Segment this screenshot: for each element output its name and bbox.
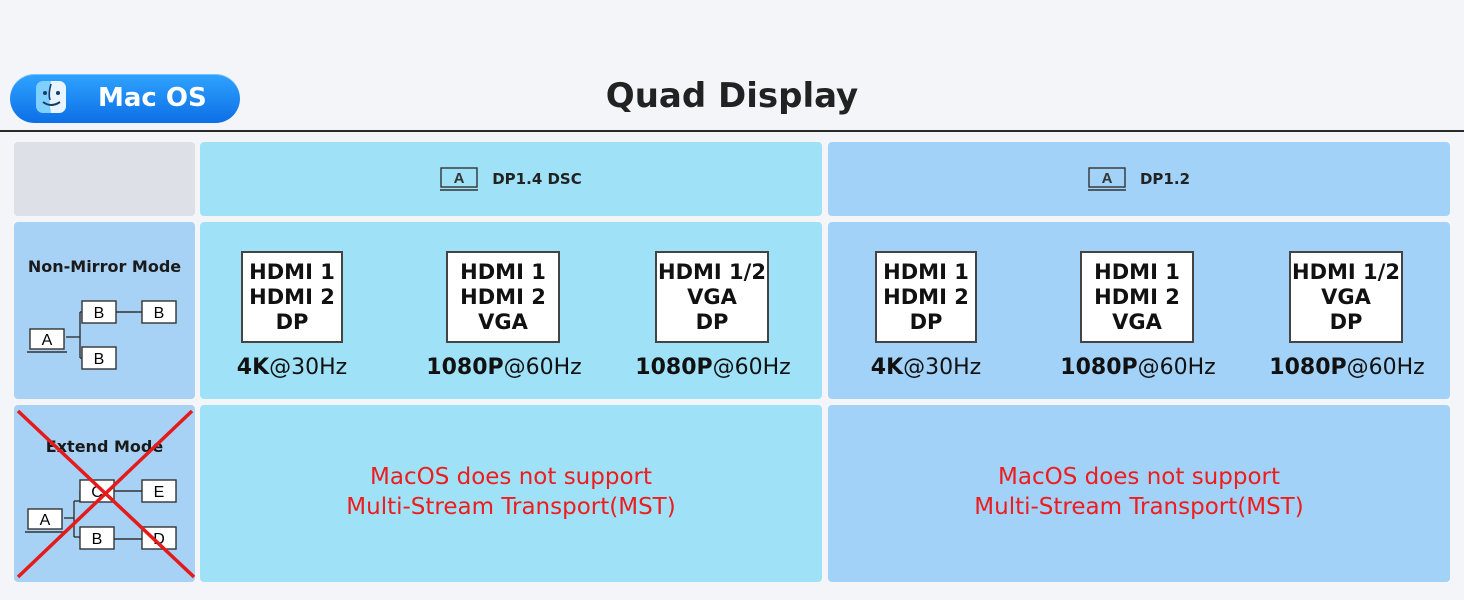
column-header-dp12: A DP1.2 xyxy=(828,142,1450,216)
port-box: HDMI 1/2 VGA DP xyxy=(655,251,769,343)
dp12-extend-cell: MacOS does not support Multi-Stream Tran… xyxy=(828,405,1450,582)
port-label: HDMI 1 xyxy=(883,259,969,284)
port-label: HDMI 2 xyxy=(460,284,546,309)
port-box: HDMI 1 HDMI 2 VGA xyxy=(446,251,560,343)
badge-label: Mac OS xyxy=(98,83,207,113)
port-box: HDMI 1/2 VGA DP xyxy=(1289,251,1403,343)
unsupported-message: MacOS does not support Multi-Stream Tran… xyxy=(974,464,1304,520)
monitor-icon: A xyxy=(1087,167,1126,191)
extend-mode-cell: Extend Mode A C E B D xyxy=(14,405,195,582)
port-box: HDMI 1 HDMI 2 DP xyxy=(875,251,977,343)
column-header-label: DP1.2 xyxy=(1139,170,1191,188)
dp14-non-mirror-cell: HDMI 1 HDMI 2 DP 4K@30Hz HDMI 1 HDMI 2 V… xyxy=(200,222,822,399)
port-label: HDMI 1 xyxy=(460,259,546,284)
monitor-letter: A xyxy=(454,170,465,187)
diagram-label-a: A xyxy=(40,512,51,529)
diagram-label-c: C xyxy=(91,484,103,501)
title-divider xyxy=(0,130,1464,132)
port-label: DP xyxy=(275,309,309,334)
dp12-non-mirror-cell: HDMI 1 HDMI 2 DP 4K@30Hz HDMI 1 HDMI 2 V… xyxy=(828,222,1450,399)
monitor-letter: A xyxy=(1102,170,1113,187)
port-label: HDMI 1 xyxy=(249,259,335,284)
resolution-label: 1080P@60Hz xyxy=(635,355,791,380)
non-mirror-diagram: A B B B xyxy=(27,300,177,370)
port-label: HDMI 1 xyxy=(1094,259,1180,284)
resolution-label: 1080P@60Hz xyxy=(1060,355,1216,380)
finder-icon xyxy=(36,81,66,113)
diagram-label-e: E xyxy=(154,484,165,501)
non-mirror-mode-cell: Non-Mirror Mode A B B B xyxy=(14,222,195,399)
resolution-label: 1080P@60Hz xyxy=(426,355,582,380)
port-label: VGA xyxy=(1321,284,1371,309)
column-header-dp14: A DP1.4 DSC xyxy=(200,142,822,216)
monitor-icon: A xyxy=(440,167,479,191)
column-header-label: DP1.4 DSC xyxy=(492,170,582,188)
diagram-label-b: B xyxy=(154,305,165,322)
page-title: Quad Display xyxy=(605,76,859,116)
port-label: DP xyxy=(1329,309,1363,334)
port-label: HDMI 2 xyxy=(883,284,969,309)
extend-diagram: A C E B D xyxy=(16,409,195,579)
resolution-label: 4K@30Hz xyxy=(236,355,348,380)
diagram-label-b: B xyxy=(94,305,105,322)
resolution-label: 4K@30Hz xyxy=(870,355,982,380)
non-mirror-mode-label: Non-Mirror Mode xyxy=(27,257,182,276)
port-label: HDMI 1/2 xyxy=(1292,259,1400,284)
port-label: DP xyxy=(909,309,943,334)
port-label: VGA xyxy=(687,284,737,309)
port-label: HDMI 2 xyxy=(1094,284,1180,309)
diagram-label-b: B xyxy=(92,531,103,548)
cross-out-line xyxy=(16,409,194,579)
diagram-label-a: A xyxy=(42,332,53,349)
port-box: HDMI 1 HDMI 2 VGA xyxy=(1080,251,1194,343)
port-label: VGA xyxy=(478,309,528,334)
mac-os-badge: Mac OS xyxy=(10,74,240,123)
port-label: DP xyxy=(695,309,729,334)
port-box: HDMI 1 HDMI 2 DP xyxy=(241,251,343,343)
diagram-label-d: D xyxy=(153,531,165,548)
resolution-label: 1080P@60Hz xyxy=(1269,355,1425,380)
dp14-extend-cell: MacOS does not support Multi-Stream Tran… xyxy=(200,405,822,582)
port-label: HDMI 2 xyxy=(249,284,335,309)
diagram-label-b: B xyxy=(94,351,105,368)
unsupported-message: MacOS does not support Multi-Stream Tran… xyxy=(346,464,676,520)
extend-mode-label: Extend Mode xyxy=(45,437,164,456)
port-label: HDMI 1/2 xyxy=(658,259,766,284)
port-label: VGA xyxy=(1112,309,1162,334)
corner-cell xyxy=(14,142,195,216)
